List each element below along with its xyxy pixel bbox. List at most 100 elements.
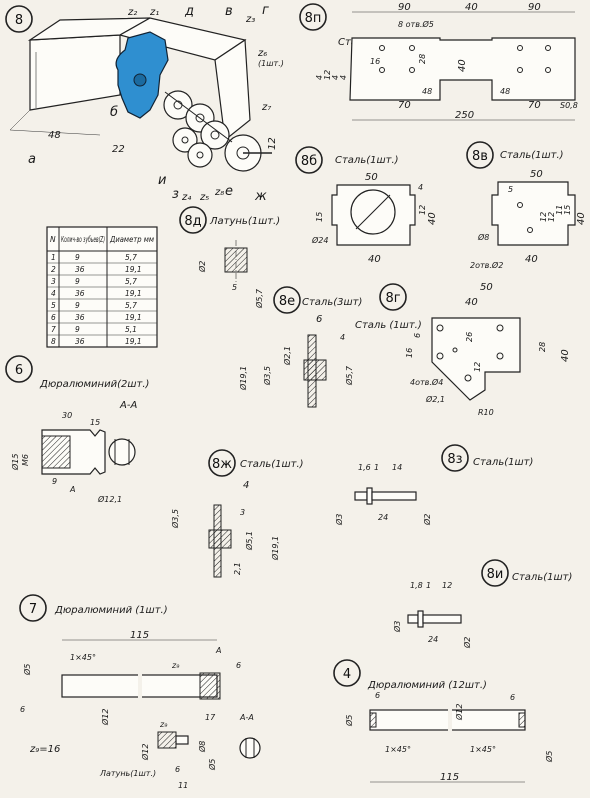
gear-train — [163, 90, 272, 172]
svg-text:36: 36 — [75, 265, 85, 274]
axle-8z-end — [354, 491, 368, 501]
dim-d3: Ø3 — [334, 514, 344, 526]
svg-text:36: 36 — [75, 313, 85, 322]
plate-8p-outline — [349, 37, 576, 101]
dim-40-height: 40 — [560, 349, 571, 362]
label-z: з — [172, 187, 179, 202]
thickness-s08: S0,8 — [560, 101, 578, 110]
part-8z-number: 8з — [447, 452, 462, 467]
dim-12: 12 — [323, 70, 332, 80]
label-zh: ж — [254, 189, 267, 204]
dim-4: 4 — [340, 333, 345, 342]
dim-250: 250 — [455, 110, 474, 121]
svg-text:9: 9 — [75, 277, 80, 286]
section-aa: A-A — [239, 713, 254, 722]
dim-18: 1,8 — [410, 581, 423, 590]
part-8zh-material: Сталь(1шт.) — [240, 459, 304, 470]
label-z5: z₅ — [199, 192, 209, 203]
dim-d5b: Ø5 — [544, 751, 554, 763]
dim-d12: Ø12 — [454, 704, 464, 721]
dim-70b: 70 — [528, 100, 541, 111]
dim-12: 12 — [267, 137, 278, 150]
chamfer-left: 1×45° — [385, 745, 411, 754]
part-8b-number: 8б — [301, 154, 317, 169]
dim-22: 22 — [112, 144, 125, 155]
part-8b: 8б Сталь(1шт.) 50 15 4 12 40 Ø24 40 — [295, 146, 438, 265]
part-8d-number: 8д — [184, 214, 201, 229]
dim-3: 3 — [240, 508, 245, 517]
label-z3: z₃ — [245, 14, 255, 25]
svg-text:5,1: 5,1 — [125, 325, 137, 334]
dim-5: 5 — [232, 283, 237, 292]
dim-28: 28 — [538, 342, 547, 352]
gear-8e-hub — [303, 359, 327, 381]
section-mark-a: A — [215, 646, 221, 655]
holes-8-d5: 8 отв.Ø5 — [398, 19, 434, 29]
label-b: б — [110, 105, 118, 120]
frame-right-plate — [214, 38, 251, 142]
holes-4-d4: 4отв.Ø4 — [410, 377, 443, 387]
dim-d24: Ø24 — [311, 235, 328, 245]
table-header-n: N — [50, 235, 56, 244]
dim-17: 17 — [205, 713, 216, 722]
assembly-number: 8 — [15, 13, 23, 28]
dim-6a: 6 — [375, 691, 380, 700]
holes-2-d2: 2отв.Ø2 — [470, 260, 503, 270]
dim-d5-detail: Ø5 — [207, 759, 217, 771]
label-v: в — [225, 4, 233, 19]
label-i: и — [158, 173, 166, 188]
dim-12: 12 — [442, 581, 452, 590]
part-6: 6 Дюралюминий(2шт.) A-A 30 15 Ø15 M6 9 A… — [5, 355, 149, 504]
dim-1: 1 — [374, 463, 379, 472]
dim-d3: Ø3 — [392, 621, 402, 633]
label-z4: z₄ — [181, 192, 191, 203]
assembly-qty: (1шт.) — [258, 59, 284, 68]
dim-40: 40 — [465, 2, 478, 13]
svg-text:36: 36 — [75, 289, 85, 298]
dim-d2: Ø2 — [422, 514, 432, 526]
dim-5: 5 — [508, 185, 513, 194]
dim-6: 6 — [413, 333, 422, 338]
svg-text:7: 7 — [51, 325, 56, 334]
dim-24: 24 — [378, 513, 388, 522]
part-8p: 8п Сталь (1шт.) 90 40 90 8 отв.Ø5 4 12 4… — [299, 2, 578, 121]
dim-4b: 4 — [331, 75, 340, 80]
dim-14: 14 — [392, 463, 402, 472]
table-header-teeth: Колич-во зубьев(Z) — [61, 235, 105, 244]
part-7-number: 7 — [29, 602, 37, 617]
chamfer-1x45: 1×45° — [70, 653, 96, 662]
dim-9: 9 — [52, 477, 57, 486]
svg-text:4: 4 — [51, 289, 56, 298]
table-header-diameter: Диаметр мм — [109, 235, 154, 244]
dim-11: 11 — [178, 781, 188, 790]
part-8z: 8з Сталь(1шт) 1,6 1 14 24 Ø3 Ø2 — [334, 444, 533, 526]
section-aa: A-A — [119, 400, 137, 411]
chamfer-right: 1×45° — [470, 745, 496, 754]
part-8i-material: Сталь(1шт) — [512, 572, 572, 583]
dim-6a: 6 — [236, 661, 241, 670]
dim-16: 16 — [405, 348, 414, 358]
part-8z-material: Сталь(1шт) — [473, 457, 533, 468]
dim-40-width: 40 — [368, 254, 381, 265]
dim-50: 50 — [530, 169, 543, 180]
section-mark-a: A — [69, 485, 75, 494]
dim-70a: 70 — [398, 100, 411, 111]
part-4-number: 4 — [343, 667, 351, 682]
part-8v: 8в Сталь(1шт.) 50 5 12 12 11 15 40 Ø8 2о… — [466, 141, 587, 270]
dim-4: 4 — [418, 183, 423, 192]
dim-d2: Ø2 — [462, 637, 472, 649]
dim-d8: Ø8 — [477, 232, 489, 242]
part-8g-number: 8г — [385, 291, 400, 306]
dim-d191: Ø19,1 — [270, 536, 280, 561]
part-8v-material: Сталь(1шт.) — [500, 150, 564, 161]
dim-90a: 90 — [398, 2, 411, 13]
rod-4-body — [369, 709, 526, 731]
dim-r10: R10 — [478, 408, 494, 417]
svg-text:1: 1 — [51, 253, 56, 262]
